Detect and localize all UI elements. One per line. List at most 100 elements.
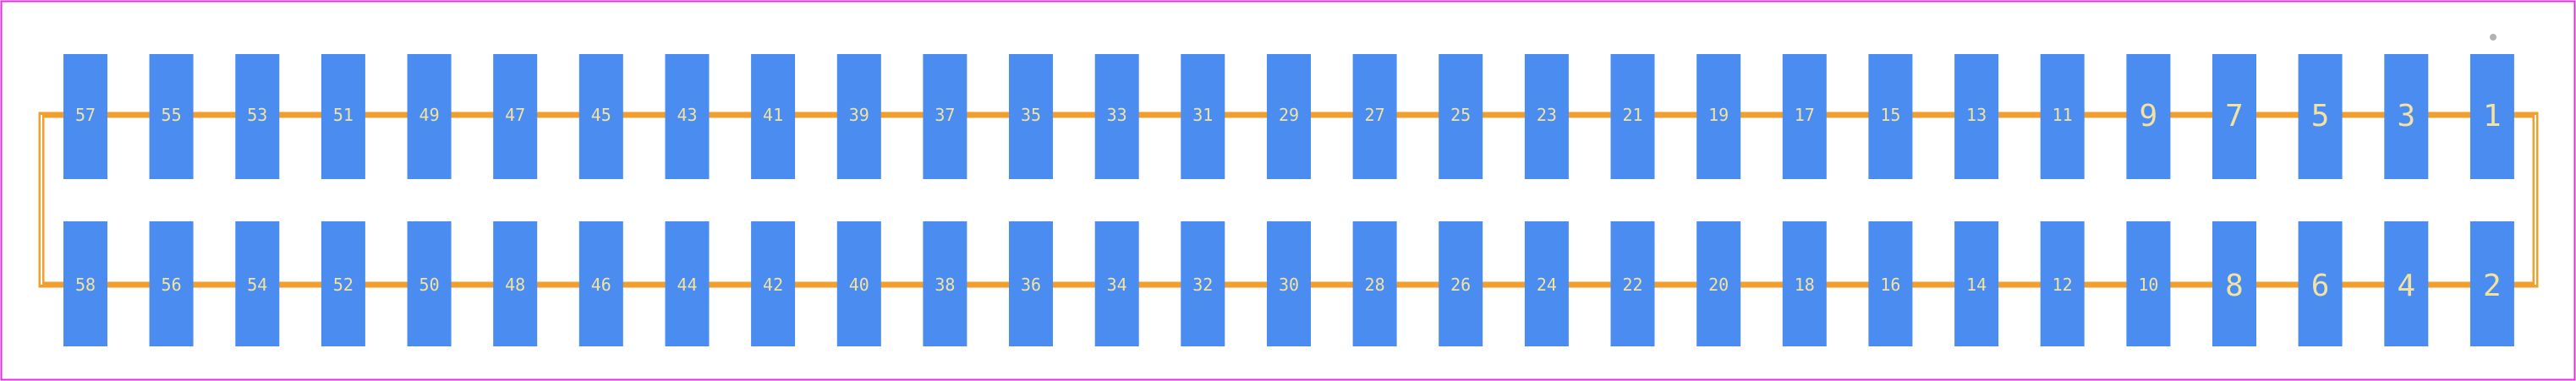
pin-label-17: 17 [1795,105,1815,125]
pad-15 [1868,54,1913,179]
pad-30 [1267,221,1311,346]
pin-label-49: 49 [419,105,440,125]
pad-48 [493,221,538,346]
pin-label-29: 29 [1279,105,1299,125]
pad-2 [2469,221,2514,346]
pin-label-15: 15 [1880,105,1900,125]
pin-label-50: 50 [419,275,440,295]
pin-label-27: 27 [1365,105,1385,125]
pad-19 [1696,54,1741,179]
pad-38 [923,221,967,346]
pin-label-6: 6 [2311,269,2330,303]
pin-label-34: 34 [1107,275,1127,295]
pad-29 [1267,54,1311,179]
pad-54 [235,221,280,346]
pad-10 [2126,221,2171,346]
pin-label-47: 47 [505,105,525,125]
pad-33 [1094,54,1139,179]
pin-label-26: 26 [1450,275,1471,295]
pin-label-31: 31 [1192,105,1213,125]
pin-label-45: 45 [591,105,611,125]
pad-55 [149,54,194,179]
pad-26 [1439,221,1483,346]
pad-47 [493,54,538,179]
pin-label-19: 19 [1708,105,1729,125]
pin-label-30: 30 [1279,275,1299,295]
pad-39 [836,54,881,179]
pad-4 [2384,221,2429,346]
pad-57 [63,54,107,179]
pad-46 [578,221,623,346]
pad-11 [2040,54,2085,179]
pin-label-48: 48 [505,275,525,295]
pin-label-38: 38 [934,275,955,295]
pad-40 [836,221,881,346]
pin-label-42: 42 [763,275,783,295]
pad-37 [923,54,967,179]
pad-16 [1868,221,1913,346]
pin-label-33: 33 [1107,105,1127,125]
pad-18 [1782,221,1827,346]
pin-label-36: 36 [1021,275,1041,295]
pad-24 [1524,221,1569,346]
pin-label-44: 44 [677,275,697,295]
pad-31 [1181,54,1225,179]
pin-label-56: 56 [162,275,182,295]
pin-label-11: 11 [2053,105,2073,125]
pad-8 [2212,221,2256,346]
pin-label-1: 1 [2483,99,2502,133]
pad-50 [407,221,452,346]
pin-label-12: 12 [2053,275,2073,295]
pad-3 [2384,54,2429,179]
pin-label-21: 21 [1622,105,1642,125]
pad-27 [1352,54,1397,179]
pad-53 [235,54,280,179]
pin-label-53: 53 [247,105,267,125]
pad-34 [1094,221,1139,346]
pad-17 [1782,54,1827,179]
pad-25 [1439,54,1483,179]
pin-label-5: 5 [2311,99,2330,133]
pad-1 [2469,54,2514,179]
pin1-dot-icon [2490,34,2497,41]
pad-49 [407,54,452,179]
pin-label-40: 40 [849,275,869,295]
pin-label-46: 46 [591,275,611,295]
pin-label-2: 2 [2483,269,2502,303]
pin-label-41: 41 [763,105,783,125]
pad-5 [2298,54,2343,179]
pin-label-39: 39 [849,105,869,125]
pin-label-14: 14 [1966,275,1987,295]
pin-label-28: 28 [1365,275,1385,295]
pin-label-20: 20 [1708,275,1729,295]
pin-label-8: 8 [2225,269,2244,303]
pad-28 [1352,221,1397,346]
pad-20 [1696,221,1741,346]
pin-label-58: 58 [75,275,96,295]
pin-label-25: 25 [1450,105,1471,125]
pad-43 [665,54,710,179]
pad-41 [751,54,796,179]
pad-58 [63,221,107,346]
pin-label-35: 35 [1021,105,1041,125]
pad-9 [2126,54,2171,179]
pad-12 [2040,221,2085,346]
pad-13 [1954,54,1999,179]
pad-42 [751,221,796,346]
pad-36 [1009,221,1053,346]
pad-51 [321,54,365,179]
pad-7 [2212,54,2256,179]
pad-23 [1524,54,1569,179]
pad-56 [149,221,194,346]
pad-6 [2298,221,2343,346]
pin-label-24: 24 [1537,275,1557,295]
pin-label-7: 7 [2225,99,2244,133]
pin-label-3: 3 [2397,99,2415,133]
pin-label-9: 9 [2140,99,2158,133]
pin-label-16: 16 [1880,275,1900,295]
pin-label-37: 37 [934,105,955,125]
